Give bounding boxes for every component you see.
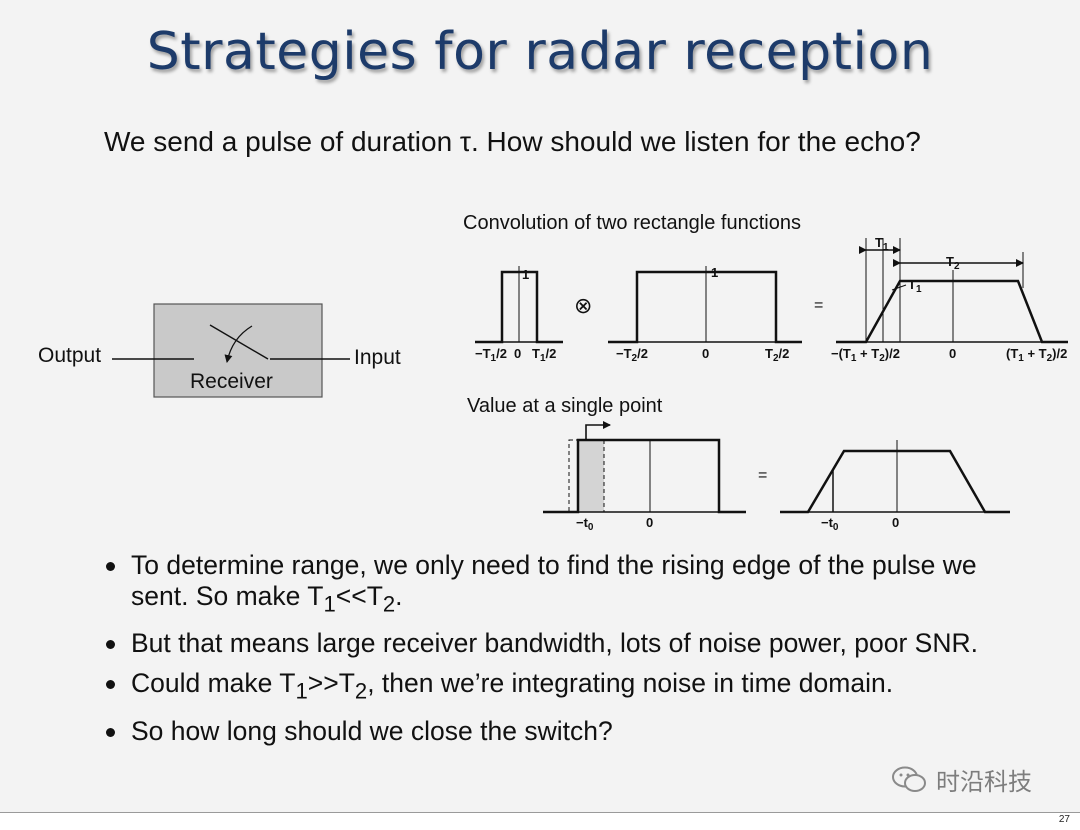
bullet-text: To determine range, we only need to find… [131, 550, 977, 611]
switch-blade [209, 324, 269, 360]
sp-zero-label: 0 [646, 515, 653, 530]
output-label: Output [38, 344, 101, 367]
rect2-pulse [608, 270, 802, 344]
rect2-zero-label: 0 [702, 346, 709, 361]
bullet-item: To determine range, we only need to find… [104, 550, 1034, 619]
receiver-diagram: Output Input Receiver [38, 303, 401, 398]
result-right-label: (T1 + T2)/2 [1006, 346, 1067, 364]
diagram-canvas: Output Input Receiver Convolution of two… [38, 212, 1068, 533]
rect1-height-label: 1 [522, 267, 529, 282]
rect1-zero-label: 0 [514, 346, 521, 361]
rect2-left-label: −T2/2 [616, 346, 648, 364]
rect1-right-label: T1/2 [532, 346, 556, 364]
convolution-diagram: Convolution of two rectangle functions 1… [463, 212, 1068, 364]
convolution-equals: = [814, 297, 823, 314]
result-trapezoid [836, 279, 1068, 344]
subscript: 1 [323, 591, 336, 617]
bullet-list: To determine range, we only need to find… [104, 550, 1034, 756]
single-point-diagram: Value at a single point −t0 0 = −t0 0 [467, 395, 1010, 533]
slide [0, 0, 1080, 813]
page-number: 27 [1058, 814, 1070, 825]
sp-result-zero-label: 0 [892, 515, 899, 530]
plateau-label: T1 [908, 277, 922, 295]
rect2-right-label: T2/2 [765, 346, 789, 364]
result-zero-label: 0 [949, 346, 956, 361]
rect2-height-label: 1 [711, 265, 718, 280]
rect1-left-label: −T1/2 [475, 346, 507, 364]
single-point-equals: = [758, 467, 767, 484]
subscript: 1 [295, 678, 308, 704]
t2-dimension-label: T2 [946, 254, 960, 272]
single-point-title: Value at a single point [467, 395, 663, 417]
subscript: 2 [354, 678, 368, 704]
convolution-operator: ⊗ [574, 293, 592, 318]
bullet-text: <<T [335, 581, 383, 611]
sliding-window-fill [578, 440, 604, 512]
bullet-text: So how long should we close the switch? [131, 715, 613, 746]
sliding-window-dash [568, 439, 579, 513]
bullet-item: So how long should we close the switch? [104, 716, 1034, 747]
result-left-label: −(T1 + T2)/2 [831, 346, 900, 364]
watermark-text: 时沿科技 [936, 768, 1032, 796]
bullet-text: . [395, 581, 403, 611]
wechat-icon [892, 766, 926, 792]
sp-left-label: −t0 [576, 515, 594, 533]
sp-result-left-label: −t0 [821, 515, 839, 533]
bullet-item: But that means large receiver bandwidth,… [104, 628, 1034, 659]
slide-subtitle: We send a pulse of duration τ. How shoul… [104, 126, 921, 157]
switch-arrow-icon [224, 325, 253, 363]
bullet-text: Could make T [131, 668, 296, 699]
convolution-title: Convolution of two rectangle functions [463, 212, 801, 234]
bullet-item: Could make T1>>T2, then we’re integratin… [104, 668, 1034, 706]
sp-result-trapezoid [780, 449, 1010, 514]
slide-title: Strategies for radar reception [146, 22, 934, 82]
footer-bar [0, 813, 1080, 830]
receiver-box [153, 303, 323, 398]
bullet-text: But that means large receiver bandwidth,… [131, 628, 978, 659]
slide-direction-arrow-icon [585, 421, 611, 440]
input-label: Input [354, 346, 401, 369]
bullet-text: , then we’re integrating noise in time d… [367, 668, 894, 699]
receiver-label: Receiver [190, 370, 273, 393]
subscript: 2 [382, 591, 396, 617]
plateau-pointer [891, 284, 907, 291]
sp-pulse [543, 438, 746, 514]
bullet-text: >>T [307, 668, 355, 699]
